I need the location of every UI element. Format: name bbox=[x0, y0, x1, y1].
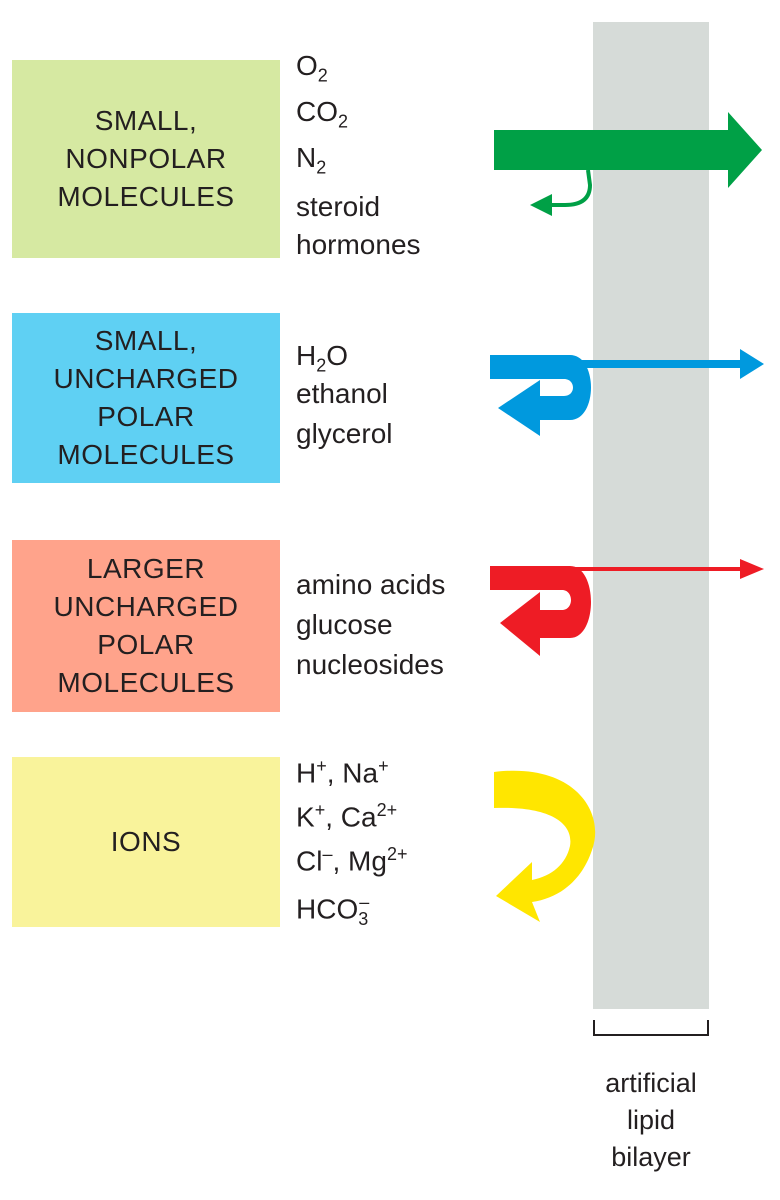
molecule-steroid: steroid bbox=[296, 191, 381, 222]
category-label-line: SMALL, bbox=[94, 325, 198, 356]
arrow-large-polar bbox=[490, 559, 764, 656]
molecule-h-na: H+, Na+ bbox=[296, 756, 389, 789]
molecule-co2: CO2 bbox=[296, 96, 349, 132]
category-label-line: POLAR bbox=[97, 401, 195, 432]
molecule-glucose: glucose bbox=[296, 609, 393, 640]
arrow-nonpolar-through bbox=[494, 112, 762, 188]
arrow-large-polar-return bbox=[490, 566, 591, 656]
category-box-large-polar: LARGER UNCHARGED POLAR MOLECULES bbox=[12, 540, 280, 712]
molecule-ethanol: ethanol bbox=[296, 378, 388, 409]
category-box-nonpolar: SMALL, NONPOLAR MOLECULES bbox=[12, 60, 280, 258]
molecule-n2: N2 bbox=[296, 142, 327, 178]
molecule-amino-acids: amino acids bbox=[296, 569, 446, 600]
category-label-line: POLAR bbox=[97, 629, 195, 660]
bilayer-bracket bbox=[593, 1020, 709, 1036]
molecule-k-ca: K+, Ca2+ bbox=[296, 800, 398, 833]
category-label-line: MOLECULES bbox=[57, 181, 235, 212]
molecule-nucleosides: nucleosides bbox=[296, 649, 444, 680]
arrow-nonpolar-return bbox=[548, 169, 593, 207]
category-label-line: UNCHARGED bbox=[53, 591, 239, 622]
category-box-small-polar: SMALL, UNCHARGED POLAR MOLECULES bbox=[12, 313, 280, 483]
bilayer-label-line: bilayer bbox=[611, 1142, 691, 1172]
category-label-line: LARGER bbox=[86, 553, 206, 584]
category-label-line: IONS bbox=[110, 826, 182, 857]
molecule-glycerol: glycerol bbox=[296, 418, 393, 449]
category-label-line: MOLECULES bbox=[57, 439, 235, 470]
category-label-line: SMALL, bbox=[94, 105, 198, 136]
bilayer-label-line: artificial bbox=[605, 1068, 697, 1098]
arrow-small-polar-through bbox=[565, 349, 764, 379]
arrow-ions bbox=[494, 770, 596, 922]
arrow-nonpolar bbox=[494, 112, 762, 216]
bilayer-label: artificial lipid bilayer bbox=[540, 1065, 762, 1176]
category-box-ions: IONS bbox=[12, 757, 280, 927]
category-label-line: NONPOLAR bbox=[65, 143, 227, 174]
lipid-bilayer bbox=[593, 22, 709, 1009]
arrow-small-polar-return bbox=[490, 355, 591, 436]
molecule-hco3: HCO3– bbox=[296, 892, 370, 929]
category-label-line: MOLECULES bbox=[57, 667, 235, 698]
arrow-large-polar-through bbox=[565, 559, 764, 579]
arrow-nonpolar-return-head bbox=[530, 194, 552, 216]
molecule-cl-mg: Cl–, Mg2+ bbox=[296, 844, 408, 877]
molecule-hormones: hormones bbox=[296, 229, 421, 260]
arrow-ions-return bbox=[494, 770, 596, 922]
category-label-line: UNCHARGED bbox=[53, 363, 239, 394]
molecule-o2: O2 bbox=[296, 50, 328, 86]
bilayer-label-line: lipid bbox=[626, 1105, 676, 1135]
arrow-small-polar bbox=[490, 349, 764, 436]
molecule-h2o: H2O bbox=[296, 340, 349, 376]
